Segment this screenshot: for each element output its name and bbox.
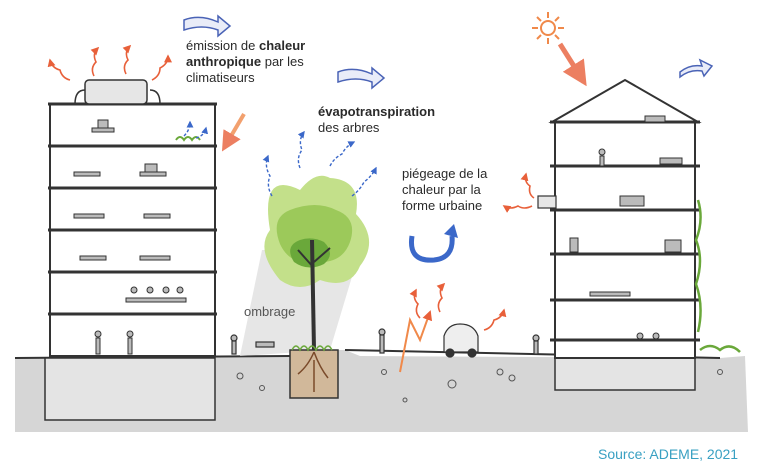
evapotranspiration-icon <box>183 120 377 197</box>
office-building <box>48 79 217 357</box>
label-piegeage-chaleur: piégeage de la chaleur par la forme urba… <box>402 166 488 213</box>
heat-wave-icon <box>47 44 535 331</box>
air-conditioner-icon <box>84 79 148 105</box>
residential-building <box>537 78 741 359</box>
air-flow-arrow-icon <box>183 14 714 90</box>
label-ombrage: ombrage <box>244 304 296 319</box>
ground <box>14 349 748 432</box>
car-icon <box>443 323 479 358</box>
label-evapotranspiration: évapotranspiration des arbres <box>318 104 436 135</box>
tree <box>264 175 370 399</box>
air-conditioner-icon <box>537 195 557 209</box>
sun-icon <box>532 12 564 44</box>
swirl-arrow-icon <box>408 224 458 263</box>
source-credit: Source: ADEME, 2021 <box>598 446 739 462</box>
label-emission-chaleur: émission de chaleur anthropique par les … <box>186 38 306 85</box>
street-scene <box>230 323 540 358</box>
